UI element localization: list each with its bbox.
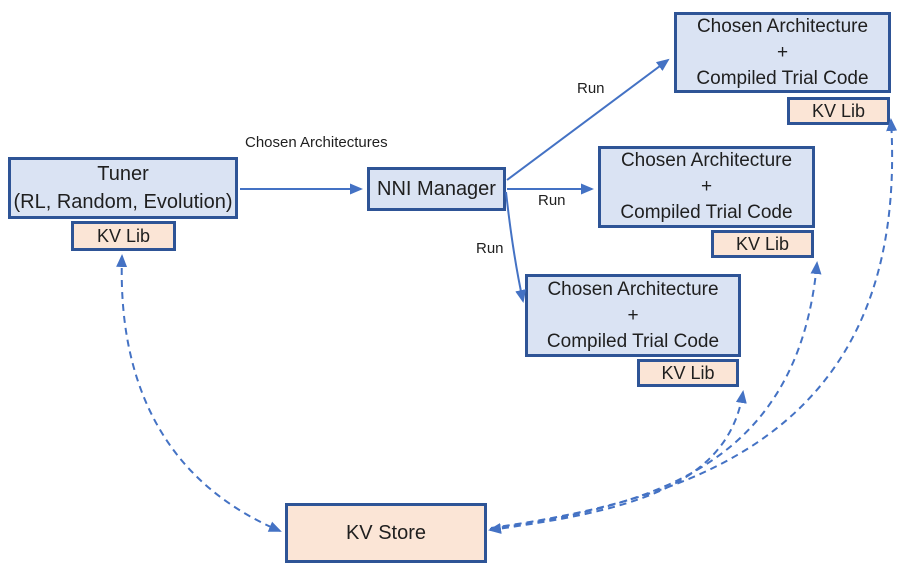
node-label-line: Chosen Architecture — [620, 150, 793, 171]
edge-kv-store-to-trial-bottom-kv-lib — [488, 390, 747, 534]
node-label-line: KV Lib — [735, 233, 790, 254]
edge-label-run-middle: Run — [538, 192, 566, 209]
node-trial-bottom: Chosen Architecture + Compiled Trial Cod… — [525, 274, 741, 357]
node-trial-top: Chosen Architecture + Compiled Trial Cod… — [674, 12, 891, 93]
node-label-line: KV Lib — [811, 100, 866, 121]
node-trial-middle-kv-lib: KV Lib — [711, 230, 814, 258]
node-trial-middle: Chosen Architecture + Compiled Trial Cod… — [598, 146, 815, 228]
node-tuner: Tuner (RL, Random, Evolution) — [8, 157, 238, 219]
edge-label-line: Architectures — [300, 134, 388, 151]
node-trial-top-kv-lib: KV Lib — [787, 97, 890, 125]
node-label-line: KV Lib — [96, 225, 151, 246]
node-kv-store: KV Store — [285, 503, 487, 563]
node-label-line: + — [776, 41, 789, 63]
node-label-line: Compiled Trial Code — [620, 202, 793, 223]
node-label-line: Compiled Trial Code — [546, 330, 720, 352]
node-label-line: Chosen Architecture — [547, 278, 719, 300]
node-label-line: Tuner — [97, 163, 149, 185]
edge-nni-to-trial-bottom — [505, 191, 527, 303]
edge-label-line: Chosen — [245, 134, 297, 151]
node-nni-manager: NNI Manager — [367, 167, 506, 211]
node-trial-bottom-kv-lib: KV Lib — [637, 359, 739, 387]
node-label-line: + — [700, 176, 713, 197]
node-label-line: NNI Manager — [377, 177, 496, 200]
edge-tuner-kv-lib-to-kv-store — [116, 254, 282, 532]
node-tuner-kv-lib: KV Lib — [71, 221, 176, 251]
node-label-line: KV Lib — [661, 362, 715, 383]
node-label-line: + — [627, 304, 639, 326]
edge-label-run-bottom: Run — [476, 240, 504, 257]
node-label-line: KV Store — [345, 521, 427, 544]
edge-label-chosen-architectures: Chosen Architectures — [245, 133, 388, 152]
node-label-line: Compiled Trial Code — [696, 67, 869, 89]
node-label-line: (RL, Random, Evolution) — [13, 191, 233, 213]
node-label-line: Chosen Architecture — [696, 15, 869, 37]
edge-label-run-top: Run — [577, 80, 605, 97]
